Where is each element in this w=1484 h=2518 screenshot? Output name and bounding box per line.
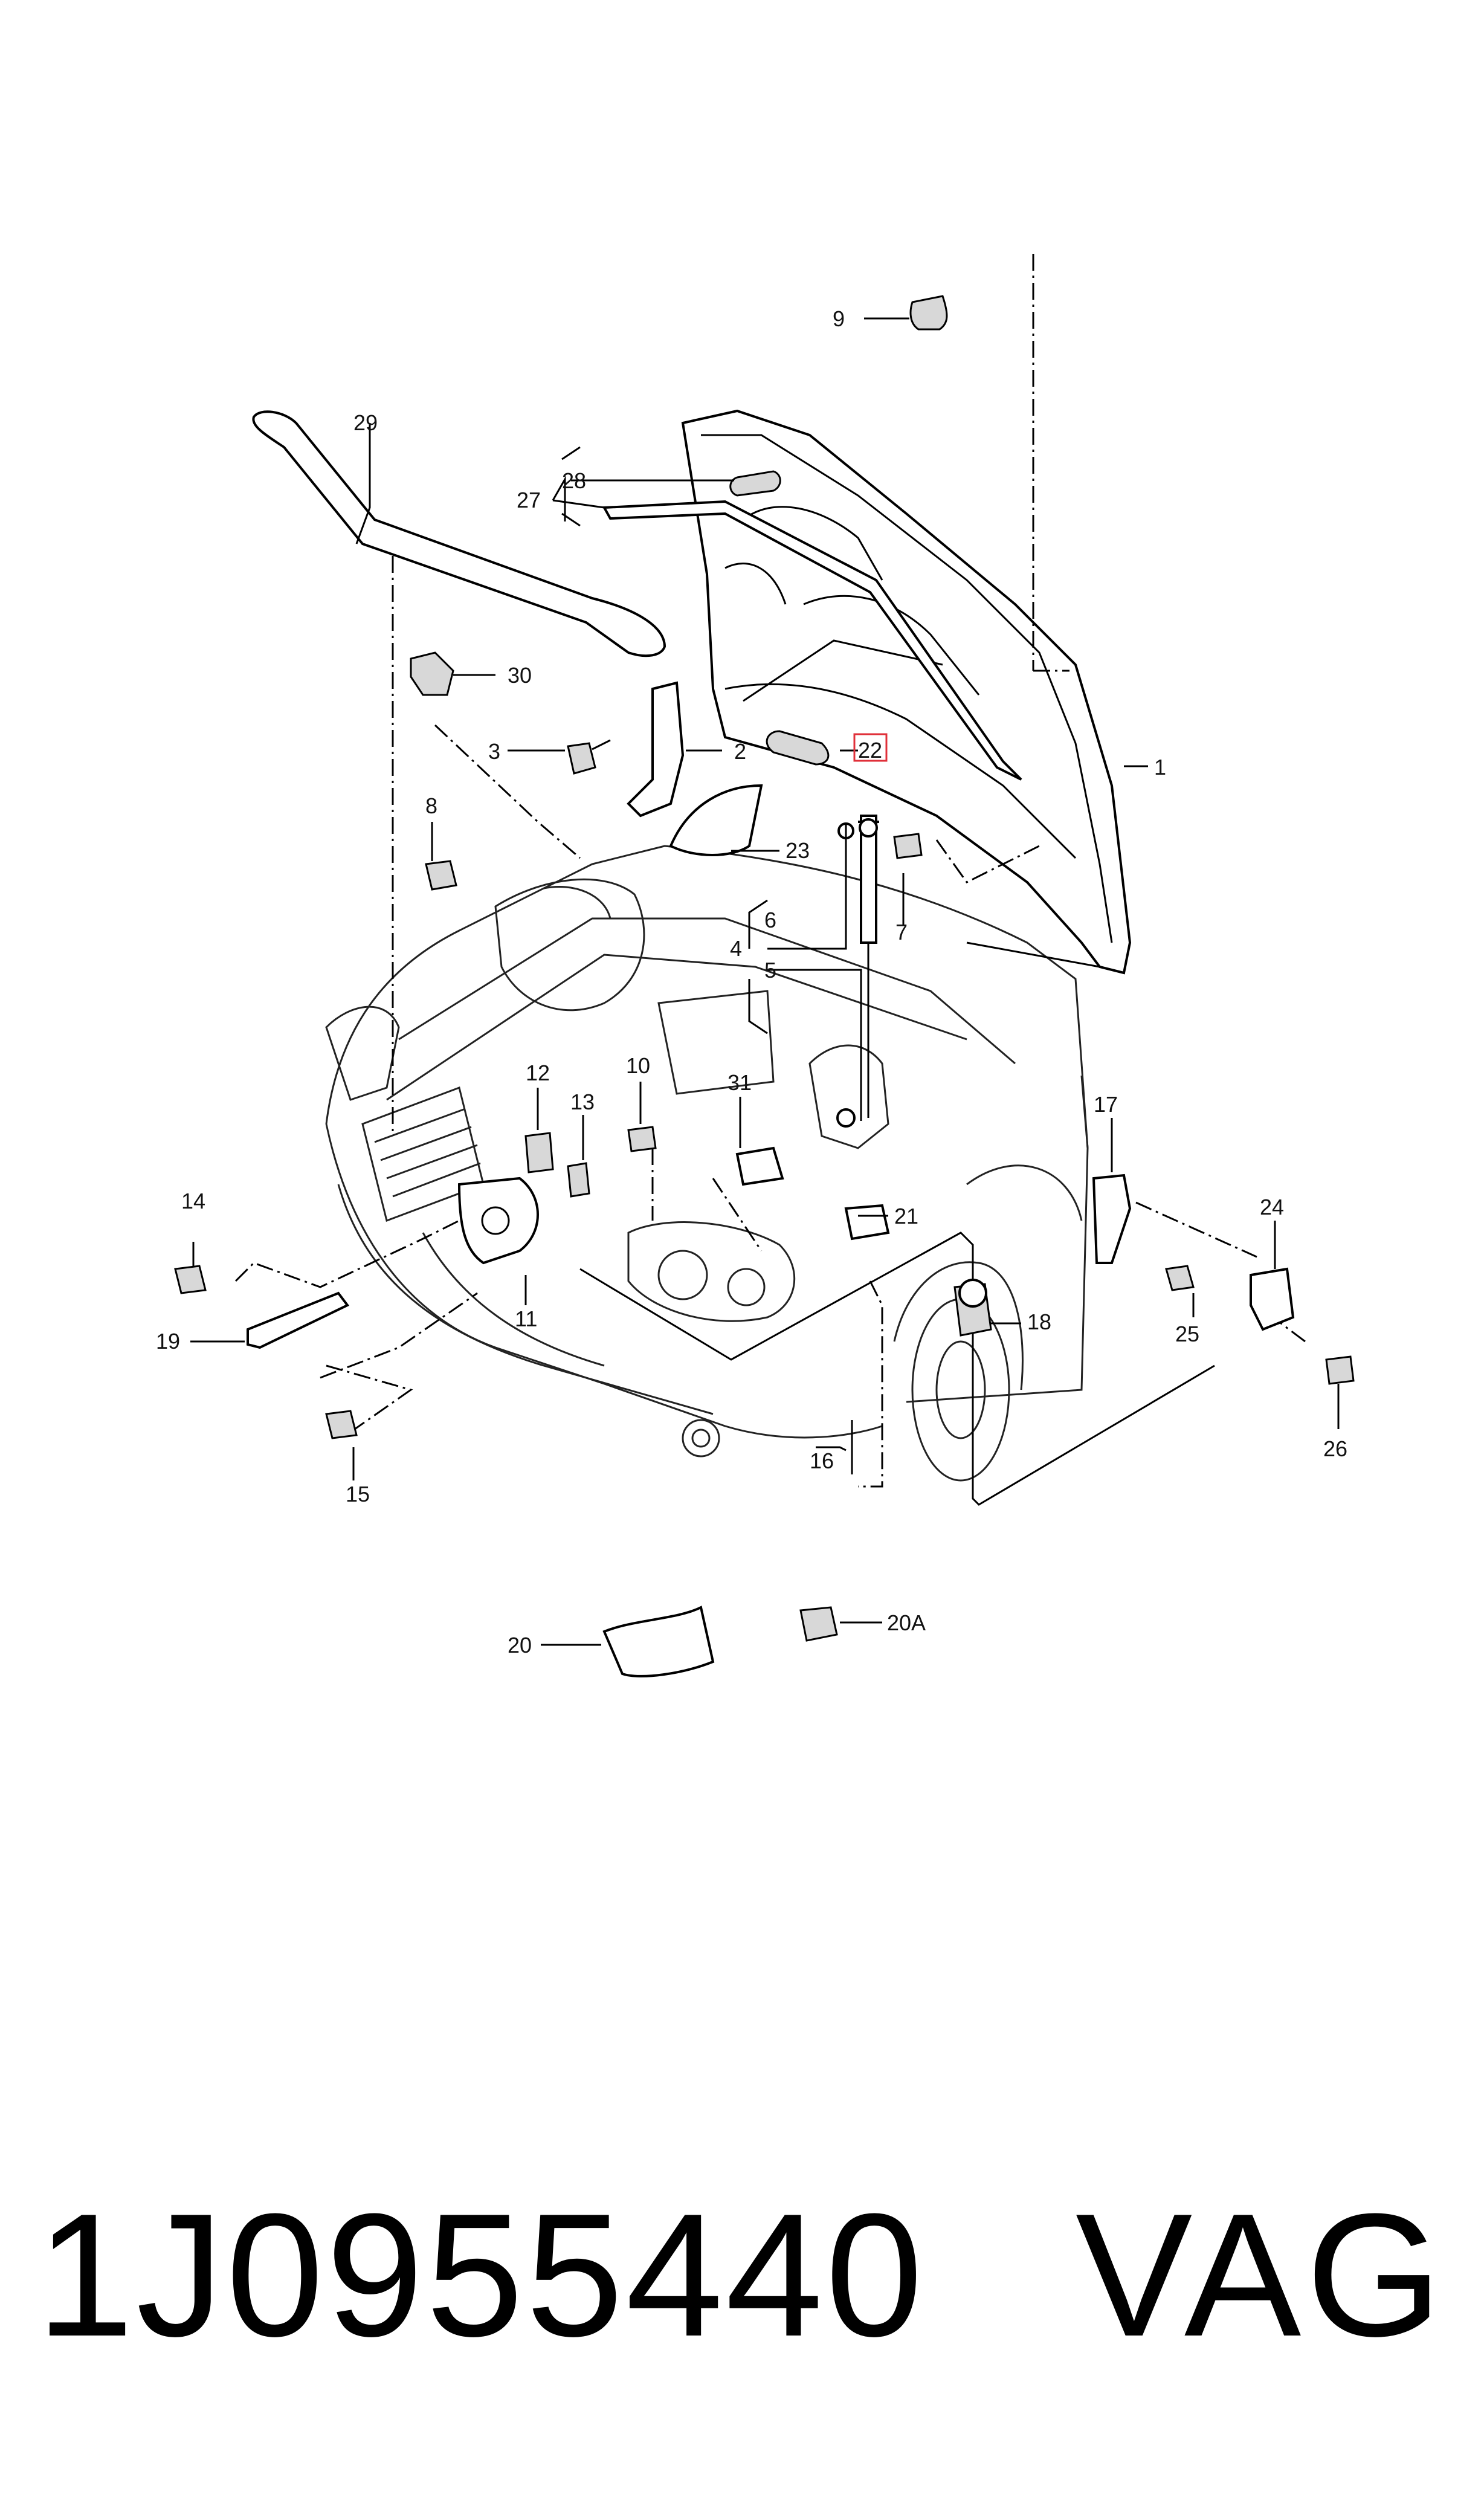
car-body-outline (325, 845, 1089, 1482)
gas-strut-5-6 (836, 815, 879, 1128)
part-21-clip (844, 1204, 890, 1241)
callout-leaders (190, 317, 1340, 1646)
part-20-shield (602, 1606, 715, 1677)
part-7-bolt (893, 833, 923, 859)
part-28-clip (729, 470, 781, 497)
part-10-grommet (627, 1126, 657, 1152)
part-3-bolt (567, 739, 611, 775)
part-11-hood-latch (457, 1177, 539, 1265)
callout-10: 10 (626, 1053, 650, 1078)
callout-22-highlight-box (853, 733, 888, 762)
hood-panel (681, 409, 1132, 975)
brand-label: VAG (1076, 2177, 1447, 2373)
callout-labels: 1 2 3 4 5 6 7 8 9 10 11 12 13 14 15 16 1… (156, 306, 1347, 1658)
part-number-label: 1J0955440 (36, 2177, 926, 2373)
callout-8: 8 (425, 793, 437, 818)
callout-11: 11 (515, 1306, 537, 1331)
callout-20A: 20A (887, 1610, 926, 1635)
seal-29 (252, 410, 666, 657)
callout-3: 3 (488, 739, 500, 764)
callout-28: 28 (562, 468, 586, 493)
callout-17: 17 (1094, 1092, 1118, 1117)
callout-7: 7 (895, 920, 908, 944)
part-19-cable-end (247, 1291, 350, 1349)
callout-5: 5 (764, 958, 776, 983)
part-13-clip (567, 1162, 590, 1198)
callout-20: 20 (508, 1633, 532, 1658)
part-24-bracket (1250, 1267, 1295, 1331)
part-2-hinge (627, 681, 685, 818)
callout-31: 31 (727, 1070, 752, 1095)
callout-1: 1 (1154, 755, 1166, 780)
part-31-bracket (735, 1146, 784, 1186)
callout-29: 29 (353, 410, 378, 435)
part-20a-nut (799, 1606, 838, 1642)
callout-9: 9 (833, 306, 845, 331)
part-15-bolt (325, 1410, 358, 1439)
part-23-cover (669, 784, 763, 856)
callout-4: 4 (730, 936, 742, 961)
callout-24: 24 (1260, 1195, 1284, 1219)
part-26-nut (1325, 1355, 1355, 1385)
callout-30: 30 (508, 663, 532, 688)
callout-23: 23 (786, 838, 810, 863)
callout-25: 25 (1175, 1322, 1199, 1346)
callout-22: 22 (858, 738, 882, 763)
callout-27: 27 (517, 488, 541, 512)
callout-12: 12 (526, 1060, 550, 1085)
callout-19: 19 (156, 1329, 180, 1354)
callout-2: 2 (734, 739, 746, 764)
callout-15: 15 (346, 1482, 370, 1506)
callout-13: 13 (570, 1090, 595, 1114)
part-22-gasket (766, 730, 830, 766)
callout-16: 16 (810, 1448, 834, 1473)
part-12-block (524, 1132, 554, 1173)
callout-21: 21 (894, 1204, 918, 1228)
part-18-release-handle (953, 1279, 992, 1337)
callout-14: 14 (181, 1189, 205, 1213)
hood-seal-strip (602, 500, 1022, 781)
part-30-fastener (410, 651, 454, 696)
part-17-lever (1092, 1173, 1132, 1264)
part-14-bolt (174, 1265, 207, 1294)
part-9-bump-stop (909, 295, 948, 331)
callout-6: 6 (764, 908, 776, 932)
callout-26: 26 (1323, 1436, 1347, 1461)
part-8-clip (425, 860, 457, 891)
part-16-release-cable (579, 1232, 1215, 1506)
part-25-bolt (1165, 1265, 1195, 1291)
callout-18: 18 (1027, 1309, 1051, 1334)
